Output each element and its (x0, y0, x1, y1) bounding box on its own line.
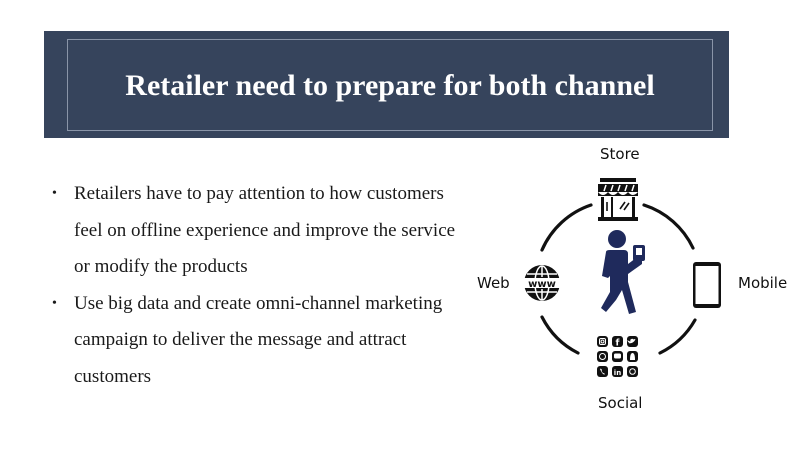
slide-title: Retailer need to prepare for both channe… (125, 69, 655, 102)
node-label-store: Store (600, 145, 640, 163)
bullet-dot-icon: • (52, 186, 57, 201)
bullet-item: • Use big data and create omni-channel m… (48, 286, 488, 396)
omnichannel-diagram: www f (470, 140, 800, 420)
storefront-icon (598, 178, 638, 221)
bullet-line: Use big data and create omni-channel mar… (74, 292, 443, 314)
svg-text:www: www (528, 279, 556, 290)
bullet-list: • Retailers have to pay attention to how… (48, 176, 488, 395)
bullet-line: customers (74, 365, 152, 387)
node-label-social: Social (598, 394, 643, 412)
cycle-ring (540, 203, 697, 355)
bullet-line: Retailers have to pay attention to how c… (74, 183, 444, 204)
bullet-line: campaign to deliver the message and attr… (74, 329, 407, 350)
smartphone-icon (693, 262, 721, 308)
diagram-graphic: www f (522, 178, 721, 377)
bullet-line: feel on offline experience and improve t… (74, 219, 456, 241)
bullet-item: • Retailers have to pay attention to how… (48, 176, 488, 286)
social-media-grid-icon: f in (597, 336, 638, 377)
svg-text:in: in (614, 369, 621, 377)
bullet-dot-icon: • (52, 295, 57, 311)
globe-www-icon: www (522, 265, 562, 301)
node-label-web: Web (477, 274, 510, 292)
bullet-line: or modify the products (74, 256, 248, 277)
svg-text:f: f (616, 339, 620, 349)
person-walking-with-phone-icon (601, 230, 645, 314)
title-banner: Retailer need to prepare for both channe… (44, 31, 729, 138)
title-banner-frame: Retailer need to prepare for both channe… (67, 39, 713, 131)
node-label-mobile: Mobile (738, 274, 788, 292)
